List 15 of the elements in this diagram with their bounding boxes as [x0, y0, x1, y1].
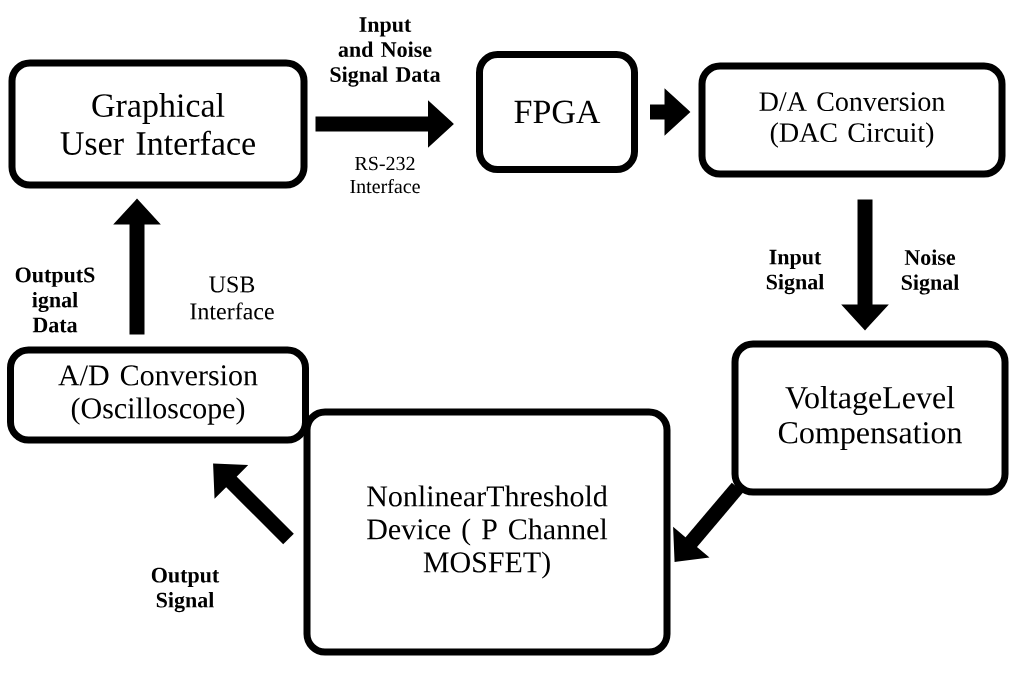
- process-box: NonlinearThreshold Device ( P Channel MOSFET): [303, 408, 671, 656]
- annotation: USB Interface: [190, 276, 274, 320]
- edge-label: Input and Noise Signal Data: [330, 17, 441, 87]
- process-box: A/D Conversion (Oscilloscope): [7, 346, 309, 444]
- edge-label: Input Signal: [766, 249, 824, 295]
- process-box: D/A Conversion (DAC Circuit): [698, 62, 1006, 178]
- edge-label: Output Signal: [151, 567, 220, 613]
- process-box: Graphical User Interface: [8, 59, 308, 189]
- arrow: [213, 463, 294, 545]
- process-box: VoltageLevel Compensation: [731, 340, 1009, 496]
- annotation: RS-232 Interface: [350, 156, 420, 194]
- edge-label: OutputS ignal Data: [15, 267, 95, 333]
- arrow: [673, 482, 744, 562]
- annotation: Noise Signal: [901, 249, 959, 295]
- process-box: FPGA: [476, 51, 638, 173]
